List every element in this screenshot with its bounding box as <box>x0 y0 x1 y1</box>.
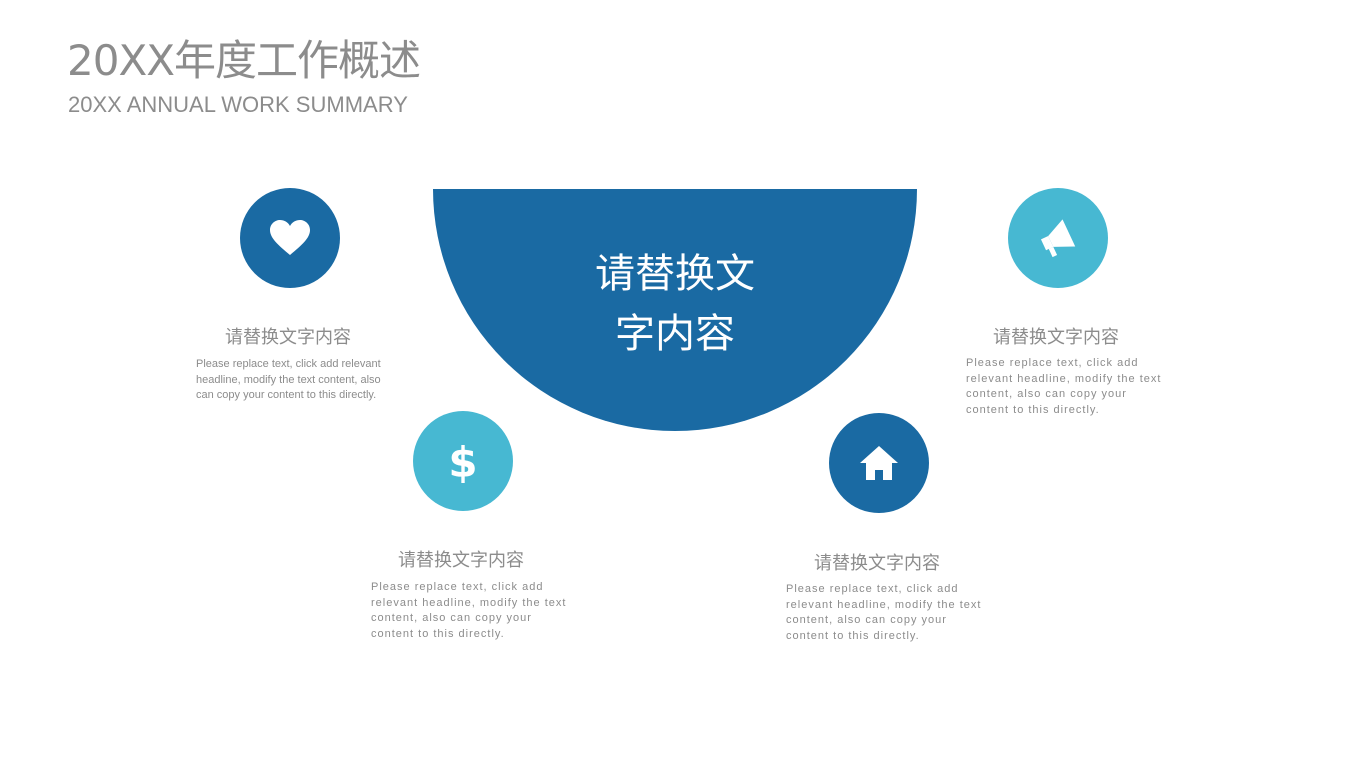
heart-icon <box>270 220 310 255</box>
home-icon <box>860 446 898 480</box>
item-title-home: 请替换文字内容 <box>814 553 940 574</box>
megaphone-icon <box>1040 219 1076 258</box>
home-circle <box>829 413 929 513</box>
item-body-megaphone: Please replace text, click add relevant … <box>966 357 1162 416</box>
dollar-circle: $ <box>413 411 513 511</box>
item-title-megaphone: 请替换文字内容 <box>993 327 1119 348</box>
item-title-heart: 请替换文字内容 <box>225 327 351 348</box>
item-title-dollar: 请替换文字内容 <box>398 550 524 571</box>
item-body-home: Please replace text, click add relevant … <box>786 583 982 642</box>
heart-circle <box>240 188 340 288</box>
dollar-icon: $ <box>448 438 477 486</box>
page-subtitle: 20XX ANNUAL WORK SUMMARY <box>68 92 408 117</box>
center-text-line2: 字内容 <box>615 311 735 357</box>
center-text-line1: 请替换文 <box>595 251 755 297</box>
page-title: 20XX年度工作概述 <box>67 36 421 85</box>
svg-text:$: $ <box>448 438 477 486</box>
item-body-heart: Please replace text, click add relevant … <box>196 358 381 401</box>
megaphone-circle <box>1008 188 1108 288</box>
item-body-dollar: Please replace text, click add relevant … <box>371 581 567 640</box>
center-text: 请替换文 字内容 <box>433 244 917 364</box>
